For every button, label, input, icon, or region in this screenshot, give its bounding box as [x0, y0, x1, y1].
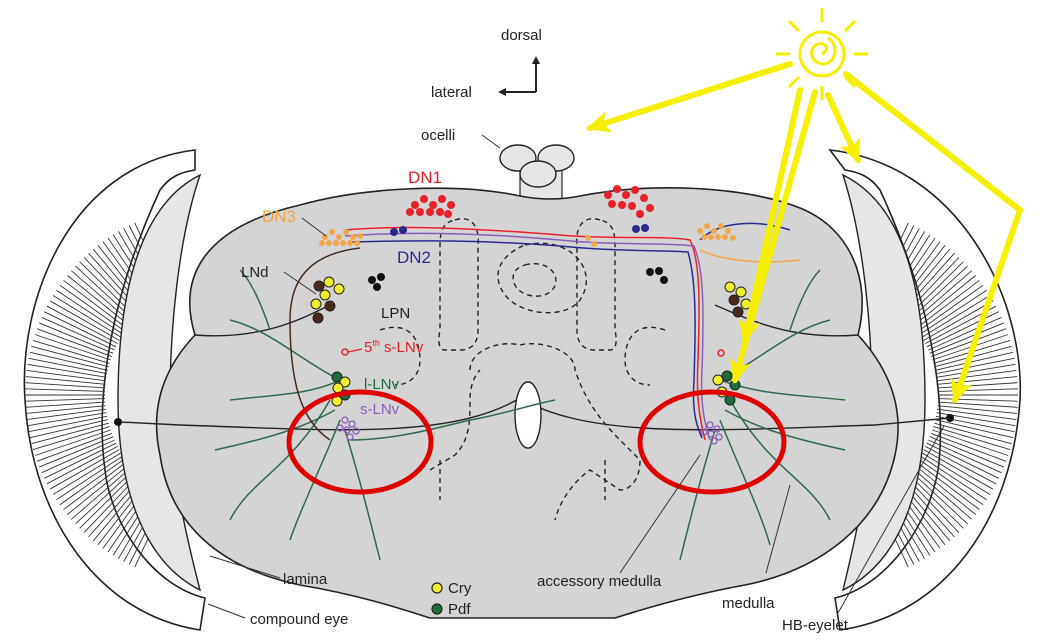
- label-dn3: DN3: [262, 207, 296, 226]
- esophageal-foramen: [515, 382, 541, 448]
- label-dn1: DN1: [408, 168, 442, 187]
- ocelli: [500, 145, 574, 200]
- label-medulla: medulla: [722, 595, 775, 612]
- label-dn2: DN2: [397, 248, 431, 267]
- legend-pdf-swatch: [432, 604, 442, 614]
- legend-pdf-label: Pdf: [448, 601, 471, 618]
- legend-cry-label: Cry: [448, 580, 472, 597]
- label-lamina: lamina: [283, 571, 328, 588]
- label-s-lnv: s-LNv: [360, 401, 400, 418]
- label-compound-eye: compound eye: [250, 611, 348, 628]
- label-ocelli: ocelli: [421, 127, 455, 144]
- label-lnd: LNd: [241, 264, 269, 281]
- sun-icon: [776, 8, 868, 100]
- label-dorsal: dorsal: [501, 27, 542, 44]
- label-accessory-medulla: accessory medulla: [537, 573, 662, 590]
- label-lpn: LPN: [381, 305, 410, 322]
- label-lateral: lateral: [431, 84, 472, 101]
- left-hb-eyelet-dot: [114, 418, 122, 426]
- label-hb-eyelet: HB-eyelet: [782, 617, 849, 634]
- legend-cry-swatch: [432, 583, 442, 593]
- orientation-axes: [500, 58, 536, 92]
- right-hb-eyelet-dot: [946, 414, 954, 422]
- label-l-lnv: l-LNv: [364, 376, 400, 393]
